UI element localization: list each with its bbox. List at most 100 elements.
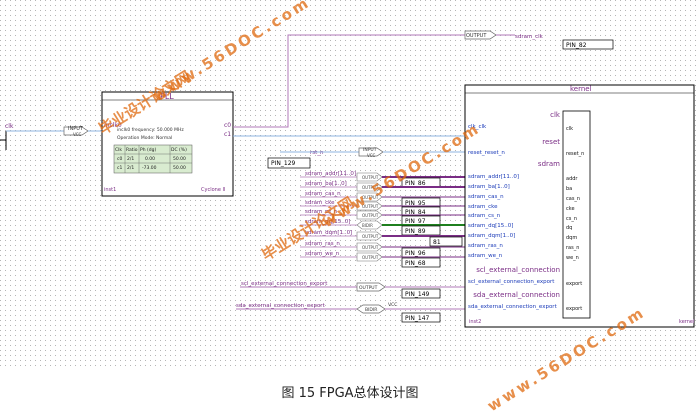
kernel-left-port: sdram_ba[1..0] xyxy=(468,184,510,190)
pll-table-header-1: Ratio xyxy=(126,147,138,153)
kernel-left-port: clk_clk xyxy=(468,124,487,130)
sdram-io-symbol[interactable] xyxy=(356,201,383,211)
sdram-io-symbol[interactable] xyxy=(356,210,383,220)
kernel-footer: kernel xyxy=(679,319,694,325)
sdram-signal-label: sdram_dq[15..0] xyxy=(305,219,350,225)
kernel-left-port: sdram_dqm[1..0] xyxy=(468,233,515,239)
sdram-clk-output-label: sdram_clk xyxy=(515,34,544,40)
figure-caption: 图 15 FPGA总体设计图 xyxy=(281,386,419,401)
pll-table-cell-0-1: 2/1 xyxy=(127,156,134,162)
kernel-right-port: ras_n xyxy=(566,245,579,251)
pll-instance-name: inst1 xyxy=(104,187,116,193)
kernel-right-port: export xyxy=(566,306,582,312)
clk-input-vcc: VCC xyxy=(73,132,82,137)
pll-table-cell-0-0: c0 xyxy=(117,156,122,162)
pll-c1-port: c1 xyxy=(224,131,231,138)
kernel-left-port: sdram_addr[11..0] xyxy=(468,174,519,180)
pll-table-header-0: Clk xyxy=(115,147,122,153)
pll-mode-info: Operation Mode: Normal xyxy=(117,135,172,141)
sdram-pin-box[interactable] xyxy=(401,257,441,268)
pll-table-cell-1-3: 50.00 xyxy=(173,165,186,171)
reset-input-vcc: VCC xyxy=(367,153,376,158)
kernel-title: kernel xyxy=(570,85,592,93)
pll-device-name: Cyclone II xyxy=(201,187,225,193)
kernel-left-port: sdram_we_n xyxy=(468,253,503,259)
pll-table-cell-1-2: -73.00 xyxy=(142,165,157,171)
pll-table-cell-0-3: 50.00 xyxy=(173,156,186,162)
sdram-pin-label: PIN_68 xyxy=(405,260,426,267)
fpga-schematic: clk INPUT VCC PLL inclk0 c0 c1 inclk0 fr… xyxy=(0,0,700,370)
sdram-io-type: OUTPUT xyxy=(362,175,379,180)
kernel-left-port: sdram_ras_n xyxy=(468,243,503,249)
kernel-left-port: reset_reset_n xyxy=(468,150,505,156)
pll-inclk-port: inclk0 xyxy=(104,122,122,129)
pll-table-cell-1-0: c1 xyxy=(117,165,122,171)
sdram-io-symbol[interactable] xyxy=(356,252,383,262)
pll-table-header-3: DC (%) xyxy=(171,147,187,153)
kernel-instance-name: inst2 xyxy=(469,319,481,325)
pll-table-header-2: Ph (dg) xyxy=(140,147,156,153)
sda-pin: PIN_147 xyxy=(405,315,430,322)
sdram-io-type: BIDIR xyxy=(362,223,373,228)
sdram-pin-label: 81 xyxy=(433,239,441,246)
sdram-signal-label: sdram_dqm[1..0] xyxy=(305,230,352,236)
kernel-right-port: we_n xyxy=(566,255,579,261)
reset-input[interactable]: PIN_129 rst_n INPUT VCC xyxy=(267,147,465,169)
sda-net[interactable]: sda_external_connection_export BIDIR VCC… xyxy=(236,302,465,323)
sdram-pin-label: PIN_95 xyxy=(405,200,426,207)
kernel-right-port: clk xyxy=(566,126,573,132)
sdram-signal-label: sdram_we_n xyxy=(305,251,340,257)
scl-pin: PIN_149 xyxy=(405,291,430,298)
sdram-io-symbol[interactable] xyxy=(356,172,383,182)
kernel-right-port: cs_n xyxy=(566,216,577,222)
kernel-left-port: sdram_cas_n xyxy=(468,194,504,200)
sdram-io-type: OUTPUT xyxy=(362,185,379,190)
kernel-right-port: cke xyxy=(566,206,575,212)
sdram-signal-label: sdram_cs_n xyxy=(305,209,338,215)
sdram-io-symbol[interactable] xyxy=(356,182,383,192)
scl-type: OUTPUT xyxy=(359,285,378,291)
sdram-io-symbol[interactable] xyxy=(356,242,383,252)
kernel-left-ports: clkclk_clkresetreset_reset_nsdramsdram_a… xyxy=(468,111,561,310)
sdram-pin-label: PIN_96 xyxy=(405,250,426,257)
sdram-clk-pin-box[interactable] xyxy=(562,39,614,50)
sda-type: BIDIR xyxy=(365,307,377,313)
scl-label: scl_external_connection_export xyxy=(241,281,328,287)
sdram-pin-label: PIN_97 xyxy=(405,218,426,225)
kernel-left-port: sdram xyxy=(538,160,560,168)
sdram-pin-box[interactable] xyxy=(429,236,463,247)
sdram-io-symbol[interactable] xyxy=(356,231,383,241)
kernel-right-port: ba xyxy=(566,186,572,192)
sdram-signal-label: sdram_ba[1..0] xyxy=(305,181,347,187)
sdram-clk-output-type: OUTPUT xyxy=(466,33,487,39)
sdram-signal-label: sdram_addr[11..0] xyxy=(305,171,356,177)
sdram-io-type: OUTPUT xyxy=(362,213,379,218)
kernel-right-port: cas_n xyxy=(566,196,580,202)
kernel-left-port: scl_external_connection xyxy=(476,266,560,274)
sdram-io-symbol[interactable] xyxy=(356,192,383,202)
kernel-left-port: scl_external_connection_export xyxy=(468,279,555,285)
pll-table-cell-1-1: 2/1 xyxy=(127,165,134,171)
kernel-right-port: addr xyxy=(566,176,578,182)
kernel-left-port: sdram_cke xyxy=(468,204,498,210)
sdram-io-type: OUTPUT xyxy=(362,245,379,250)
kernel-left-port: sda_external_connection_export xyxy=(468,304,558,310)
reset-pin-box[interactable] xyxy=(267,157,311,169)
sda-pin-box[interactable] xyxy=(401,312,441,323)
scl-pin-box[interactable] xyxy=(401,288,441,299)
kernel-right-port: dqm xyxy=(566,235,577,241)
sdram-signal-label: sdram_cke xyxy=(305,200,335,206)
clk-input[interactable]: clk INPUT VCC xyxy=(0,123,102,150)
pll-block[interactable]: PLL inclk0 c0 c1 inclk0 frequency: 50.00… xyxy=(101,91,234,197)
kernel-left-port: sdram_dq[15..0] xyxy=(468,223,513,229)
kernel-block[interactable]: kernel clkclk_clkresetreset_reset_nsdram… xyxy=(464,84,695,328)
reset-input-type: INPUT xyxy=(363,147,377,153)
kernel-left-port: sda_external_connection xyxy=(473,291,560,299)
sdram-io-type: OUTPUT xyxy=(362,204,379,209)
kernel-left-port: sdram_cs_n xyxy=(468,213,501,219)
pll-title: PLL xyxy=(160,92,174,101)
kernel-right-port: dq xyxy=(566,225,572,231)
scl-net[interactable]: scl_external_connection_export OUTPUT PI… xyxy=(240,281,465,299)
kernel-left-port: clk xyxy=(550,111,561,119)
sda-label: sda_external_connection_export xyxy=(236,303,326,309)
